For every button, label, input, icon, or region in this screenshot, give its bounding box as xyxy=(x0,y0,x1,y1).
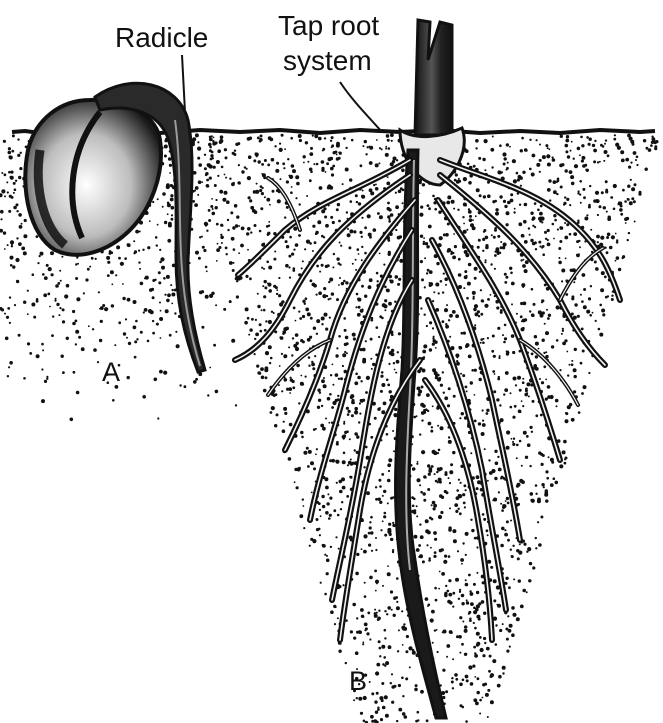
tap-root-label-line2: system xyxy=(283,45,372,76)
radicle-label: Radicle xyxy=(115,22,208,53)
tap-root-label-line1: Tap root xyxy=(278,10,379,41)
tap-root-leader-line xyxy=(340,82,382,132)
panel-label-b: B xyxy=(349,666,367,696)
germinating-seed-a xyxy=(25,83,205,372)
lateral-root xyxy=(268,178,300,230)
panel-label-a: A xyxy=(102,357,120,387)
lateral-root xyxy=(560,248,603,300)
radicle-leader-line xyxy=(182,55,185,112)
lateral-roots xyxy=(235,160,620,640)
stem xyxy=(415,20,452,135)
lateral-root-highlight xyxy=(560,248,603,300)
